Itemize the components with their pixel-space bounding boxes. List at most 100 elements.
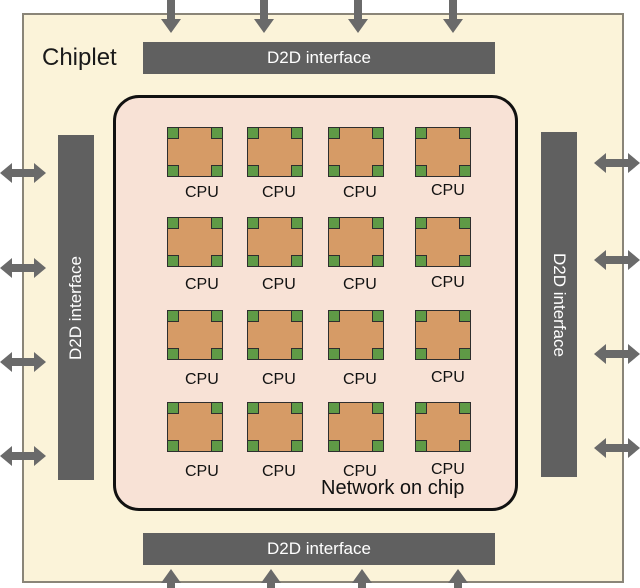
cpu-label: CPU [262,463,296,480]
cpu-pad [211,127,223,139]
cpu-pad [459,127,471,139]
cpu-pad [167,165,179,177]
cpu-block [167,127,223,177]
cpu-pad [247,348,259,360]
cpu-pad [291,127,303,139]
cpu-label: CPU [343,371,377,388]
d2d-interface-top-label: D2D interface [267,48,371,67]
cpu-pad [372,165,384,177]
cpu-pad [167,217,179,229]
cpu-block [167,310,223,360]
cpu-pad [211,255,223,267]
network-on-chip-label: Network on chip [321,477,465,499]
cpu-block [415,217,471,267]
cpu-pad [328,310,340,322]
cpu-pad [372,402,384,414]
cpu-pad [211,217,223,229]
cpu-pad [291,348,303,360]
cpu-pad [415,440,427,452]
cpu-pad [211,440,223,452]
cpu-pad [247,310,259,322]
cpu-pad [328,217,340,229]
cpu-pad [247,255,259,267]
cpu-pad [167,402,179,414]
cpu-pad [415,165,427,177]
cpu-block [247,127,303,177]
cpu-block [247,217,303,267]
cpu-pad [459,440,471,452]
cpu-pad [247,440,259,452]
cpu-label: CPU [343,276,377,293]
cpu-pad [291,310,303,322]
cpu-block [247,310,303,360]
cpu-label: CPU [262,276,296,293]
cpu-pad [291,255,303,267]
cpu-pad [167,127,179,139]
cpu-block [415,127,471,177]
cpu-pad [247,127,259,139]
d2d-interface-right-label: D2D interface [550,252,569,357]
cpu-pad [415,127,427,139]
cpu-pad [211,165,223,177]
cpu-block [328,217,384,267]
d2d-interface-bottom: D2D interface [143,533,495,565]
cpu-block [415,310,471,360]
cpu-pad [415,310,427,322]
cpu-label: CPU [185,371,219,388]
cpu-pad [167,348,179,360]
cpu-label: CPU [185,463,219,480]
cpu-pad [459,255,471,267]
cpu-pad [459,310,471,322]
cpu-block [328,127,384,177]
cpu-pad [167,310,179,322]
cpu-pad [291,217,303,229]
cpu-pad [291,165,303,177]
cpu-pad [459,348,471,360]
cpu-pad [372,217,384,229]
cpu-pad [372,310,384,322]
cpu-pad [372,348,384,360]
cpu-block [415,402,471,452]
cpu-label: CPU [431,182,465,199]
cpu-pad [415,217,427,229]
d2d-interface-right: D2D interface [541,132,577,477]
d2d-interface-left-label: D2D interface [66,255,85,360]
cpu-pad [167,440,179,452]
cpu-label: CPU [262,371,296,388]
cpu-pad [459,217,471,229]
cpu-label: CPU [343,184,377,201]
cpu-pad [415,255,427,267]
cpu-pad [328,165,340,177]
cpu-pad [328,127,340,139]
cpu-pad [291,402,303,414]
cpu-pad [415,348,427,360]
d2d-interface-top: D2D interface [143,42,495,74]
cpu-pad [328,255,340,267]
cpu-pad [459,165,471,177]
cpu-pad [291,440,303,452]
cpu-pad [328,440,340,452]
cpu-pad [372,127,384,139]
cpu-block [167,217,223,267]
cpu-pad [211,348,223,360]
cpu-pad [372,255,384,267]
cpu-pad [211,402,223,414]
cpu-block [167,402,223,452]
d2d-interface-left: D2D interface [58,135,94,480]
cpu-label: CPU [185,184,219,201]
cpu-pad [167,255,179,267]
cpu-label: CPU [262,184,296,201]
cpu-pad [211,310,223,322]
cpu-pad [247,217,259,229]
cpu-pad [372,440,384,452]
cpu-pad [459,402,471,414]
cpu-label: CPU [431,274,465,291]
cpu-block [247,402,303,452]
cpu-pad [247,165,259,177]
cpu-block [328,402,384,452]
cpu-label: CPU [431,461,465,478]
cpu-pad [247,402,259,414]
cpu-label: CPU [185,276,219,293]
cpu-pad [328,348,340,360]
cpu-label: CPU [343,463,377,480]
